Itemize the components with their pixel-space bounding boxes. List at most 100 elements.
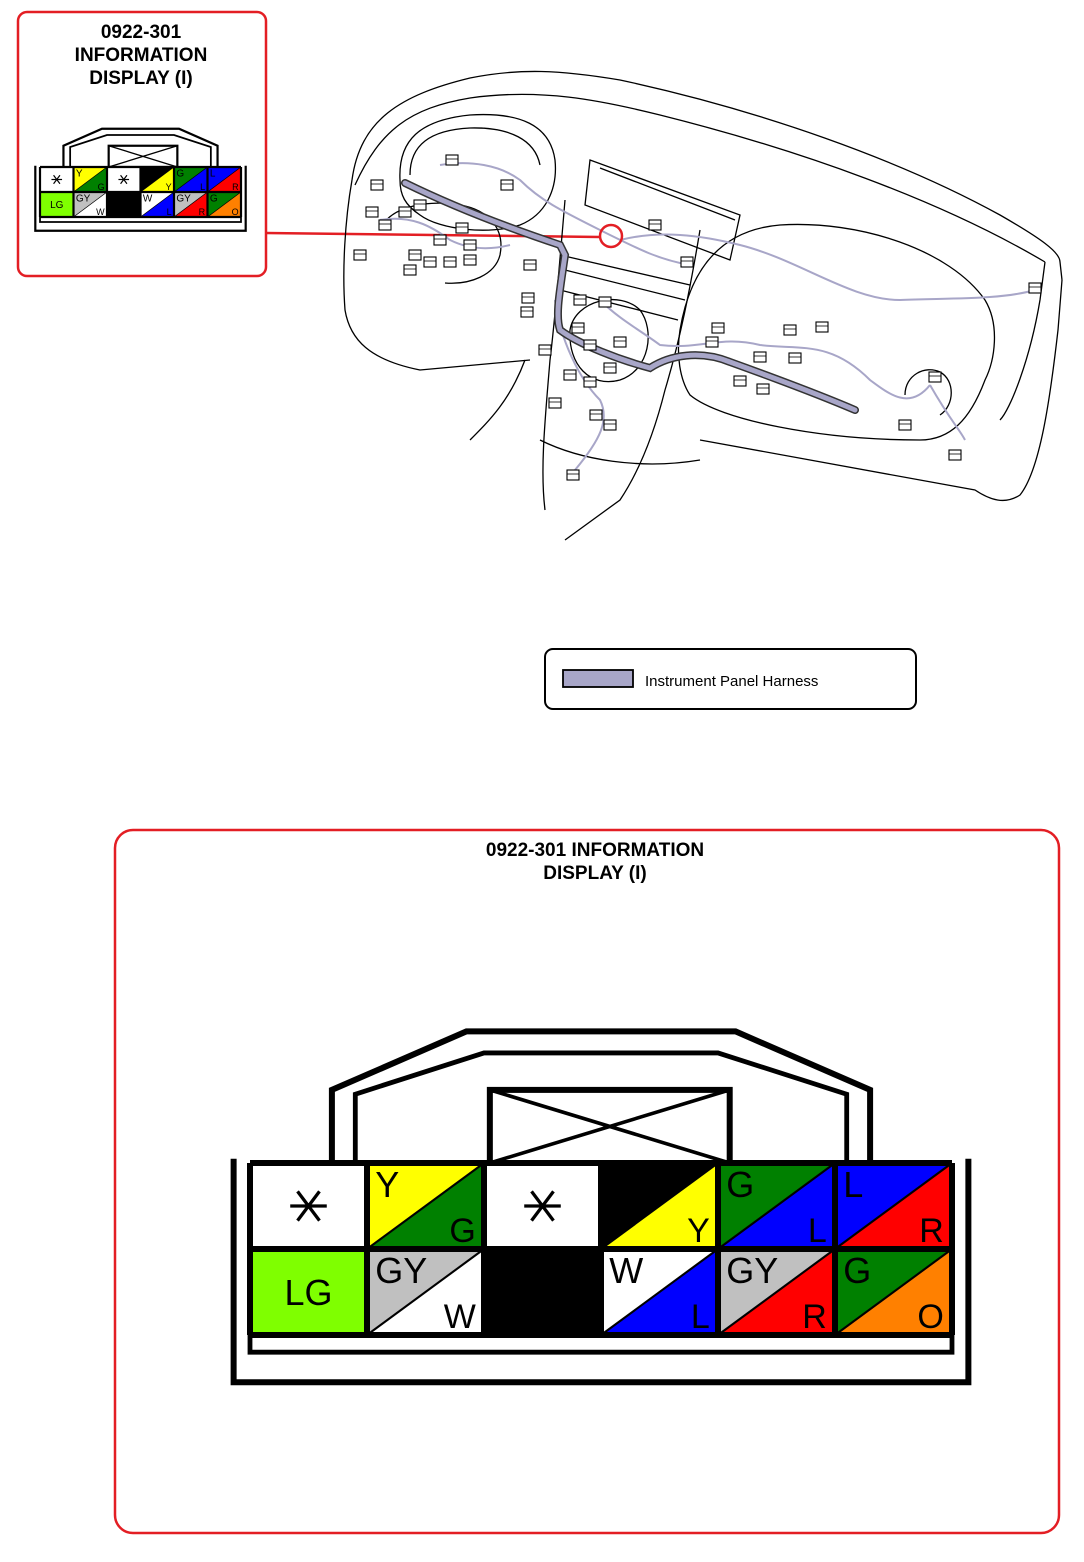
dash-connector-glyph bbox=[500, 179, 514, 191]
wire-color-primary: B bbox=[609, 1164, 635, 1205]
small-keyway-cross-b bbox=[108, 145, 178, 168]
main-harness-outline bbox=[401, 179, 859, 414]
wire-color-primary: G bbox=[210, 194, 218, 205]
dash-connector-glyph bbox=[711, 322, 725, 334]
large-pin-r1-c4: BY bbox=[600, 1162, 719, 1250]
blank-pin-mark bbox=[120, 174, 128, 185]
blank-pin-mark bbox=[296, 1190, 321, 1222]
wire-color-stripe: G bbox=[98, 182, 105, 192]
small-pin-r2-c5: GYR bbox=[173, 191, 208, 218]
large-pin-r2-c1: LG bbox=[250, 1249, 367, 1335]
large-pin-r2-c2: GYW bbox=[366, 1248, 485, 1336]
dash-connector-glyph bbox=[521, 292, 535, 304]
large-housing-outer bbox=[230, 1158, 972, 1386]
wire-color-stripe: W bbox=[96, 207, 105, 217]
wire-color-primary: G bbox=[843, 1250, 871, 1291]
small-housing-inner bbox=[39, 217, 242, 223]
large-pin-r2-c5: GYR bbox=[717, 1248, 836, 1336]
wire-color-primary: G bbox=[726, 1164, 754, 1205]
dash-connector-glyph bbox=[733, 375, 747, 387]
wire-color-primary: G bbox=[176, 169, 184, 180]
dash-connector-glyph bbox=[680, 256, 694, 268]
dash-top-contour bbox=[351, 70, 1063, 281]
large-pin-r1-c3 bbox=[484, 1163, 601, 1249]
pin-fill bbox=[250, 1249, 367, 1335]
large-pin-r1-c1 bbox=[250, 1163, 367, 1249]
wire-color-stripe: L bbox=[167, 207, 172, 217]
pin-split-line bbox=[717, 1248, 836, 1336]
wire-color-label: B bbox=[120, 200, 127, 211]
wire-color-primary: GY bbox=[76, 194, 91, 205]
pin-split-line bbox=[207, 166, 242, 193]
legend: Instrument Panel Harness bbox=[544, 648, 917, 710]
pin-split-line bbox=[73, 191, 108, 218]
pin-split-line bbox=[834, 1162, 953, 1250]
small-pin-r1-c4: BY bbox=[140, 166, 175, 193]
pin-split-line bbox=[207, 191, 242, 218]
dash-connector-glyph bbox=[705, 336, 719, 348]
wire-color-primary: Y bbox=[375, 1164, 399, 1205]
pin-fill bbox=[40, 192, 74, 217]
dash-right-end bbox=[699, 279, 1063, 502]
wire-color-primary: GY bbox=[176, 194, 191, 205]
pin-split-line bbox=[173, 191, 208, 218]
dash-connector-glyph bbox=[783, 324, 797, 336]
small-connector-callout: 0922-301 INFORMATION DISPLAY (I) YGBYGLL… bbox=[16, 10, 268, 278]
dash-connector-glyph bbox=[365, 206, 379, 218]
wire-color-stripe: O bbox=[917, 1298, 943, 1336]
small-pin-r2-c3: B bbox=[107, 192, 141, 217]
dash-connector-glyph bbox=[583, 376, 597, 388]
dash-connector-glyph bbox=[1028, 282, 1042, 294]
dashboard-drawing bbox=[343, 70, 1063, 541]
large-pin-r1-c6: LR bbox=[834, 1162, 953, 1250]
small-pin-r1-c3 bbox=[107, 167, 141, 192]
dash-connector-glyph bbox=[598, 296, 612, 308]
dash-connector-glyph bbox=[566, 469, 580, 481]
large-pin-r1-c2: YG bbox=[366, 1162, 485, 1250]
pin-split-line bbox=[600, 1162, 719, 1250]
wire-color-primary: Y bbox=[76, 169, 83, 180]
cluster-hood bbox=[399, 113, 557, 231]
small-pin-r2-c1: LG bbox=[40, 192, 74, 217]
wire-color-primary: W bbox=[143, 194, 153, 205]
wire-color-stripe: R bbox=[232, 182, 239, 192]
pin-split-line bbox=[73, 166, 108, 193]
wire-color-stripe: Y bbox=[687, 1212, 710, 1250]
pin-split-line bbox=[140, 166, 175, 193]
dash-connector-glyph bbox=[788, 352, 802, 364]
dash-connector-glyph bbox=[423, 256, 437, 268]
pin-split-line bbox=[173, 166, 208, 193]
large-pin-r1-c5: GL bbox=[717, 1162, 836, 1250]
dash-connector-glyph bbox=[573, 294, 587, 306]
climate-knob bbox=[569, 298, 649, 383]
dash-connector-glyph bbox=[455, 222, 469, 234]
pin-split-line bbox=[140, 191, 175, 218]
large-latch-inner bbox=[352, 1050, 850, 1163]
wire-color-primary: B bbox=[143, 169, 150, 180]
dash-connector-glyph bbox=[948, 449, 962, 461]
callout-leader-line bbox=[265, 231, 601, 239]
dash-connector-glyph bbox=[463, 239, 477, 251]
dash-connector-glyph bbox=[603, 362, 617, 374]
small-pin-r2-c2: GY W bbox=[73, 191, 108, 218]
legend-swatch bbox=[562, 669, 634, 688]
dash-connector-glyph bbox=[815, 321, 829, 333]
dash-connector-glyph bbox=[563, 369, 577, 381]
small-pin-r2-c4: WL bbox=[140, 191, 175, 218]
large-latch-outer bbox=[328, 1028, 874, 1163]
pin-split-line bbox=[717, 1162, 836, 1250]
small-pin-r2-c6: GO bbox=[207, 191, 242, 218]
small-pin-r1-c6: LR bbox=[207, 166, 242, 193]
wire-color-stripe: R bbox=[919, 1212, 944, 1250]
dash-connector-glyph bbox=[583, 339, 597, 351]
dash-connector-glyph bbox=[548, 397, 562, 409]
wire-color-stripe: Y bbox=[166, 182, 172, 192]
dash-connector-glyph bbox=[589, 409, 603, 421]
dash-top-inner bbox=[354, 93, 1046, 263]
small-pin-r1-c2: YG bbox=[73, 166, 108, 193]
connector-location-marker bbox=[598, 223, 624, 249]
wire-color-stripe: R bbox=[802, 1298, 827, 1336]
large-pin-r2-c3: B bbox=[484, 1249, 601, 1335]
